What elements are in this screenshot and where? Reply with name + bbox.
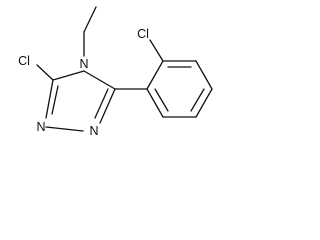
bond-n1-c5	[99, 88, 116, 124]
bond-phenyl-c4-c5	[195, 88, 213, 118]
bond-c3-cl	[36, 64, 54, 81]
bond-n4-c5	[83, 70, 116, 90]
bond-phenyl-c3-c4	[195, 60, 213, 90]
chemical-structure-diagram: Cl N N N Cl	[18, 6, 213, 138]
atom-n2: N	[36, 120, 45, 134]
atom-n4: N	[79, 57, 88, 71]
bond-phenyl-c6-c1	[146, 88, 164, 118]
bond-phenyl-inner-3	[154, 88, 169, 112]
atom-cl-phenyl: Cl	[137, 27, 149, 41]
bond-c3-n2	[45, 79, 54, 119]
bond-phenyl-inner-2	[190, 88, 205, 112]
bond-phenyl-cl	[149, 39, 164, 62]
atom-cl-triazole: Cl	[18, 54, 30, 68]
atom-n1: N	[89, 124, 98, 138]
bond-phenyl-c1-c2	[146, 60, 164, 90]
bond-c3-n2-double	[51, 85, 59, 115]
bond-n1-c5-double	[94, 88, 109, 119]
bond-n2-n1	[45, 126, 84, 132]
bond-n4-c3	[52, 70, 85, 81]
bond-ethyl-ch3-ch2	[83, 6, 97, 33]
